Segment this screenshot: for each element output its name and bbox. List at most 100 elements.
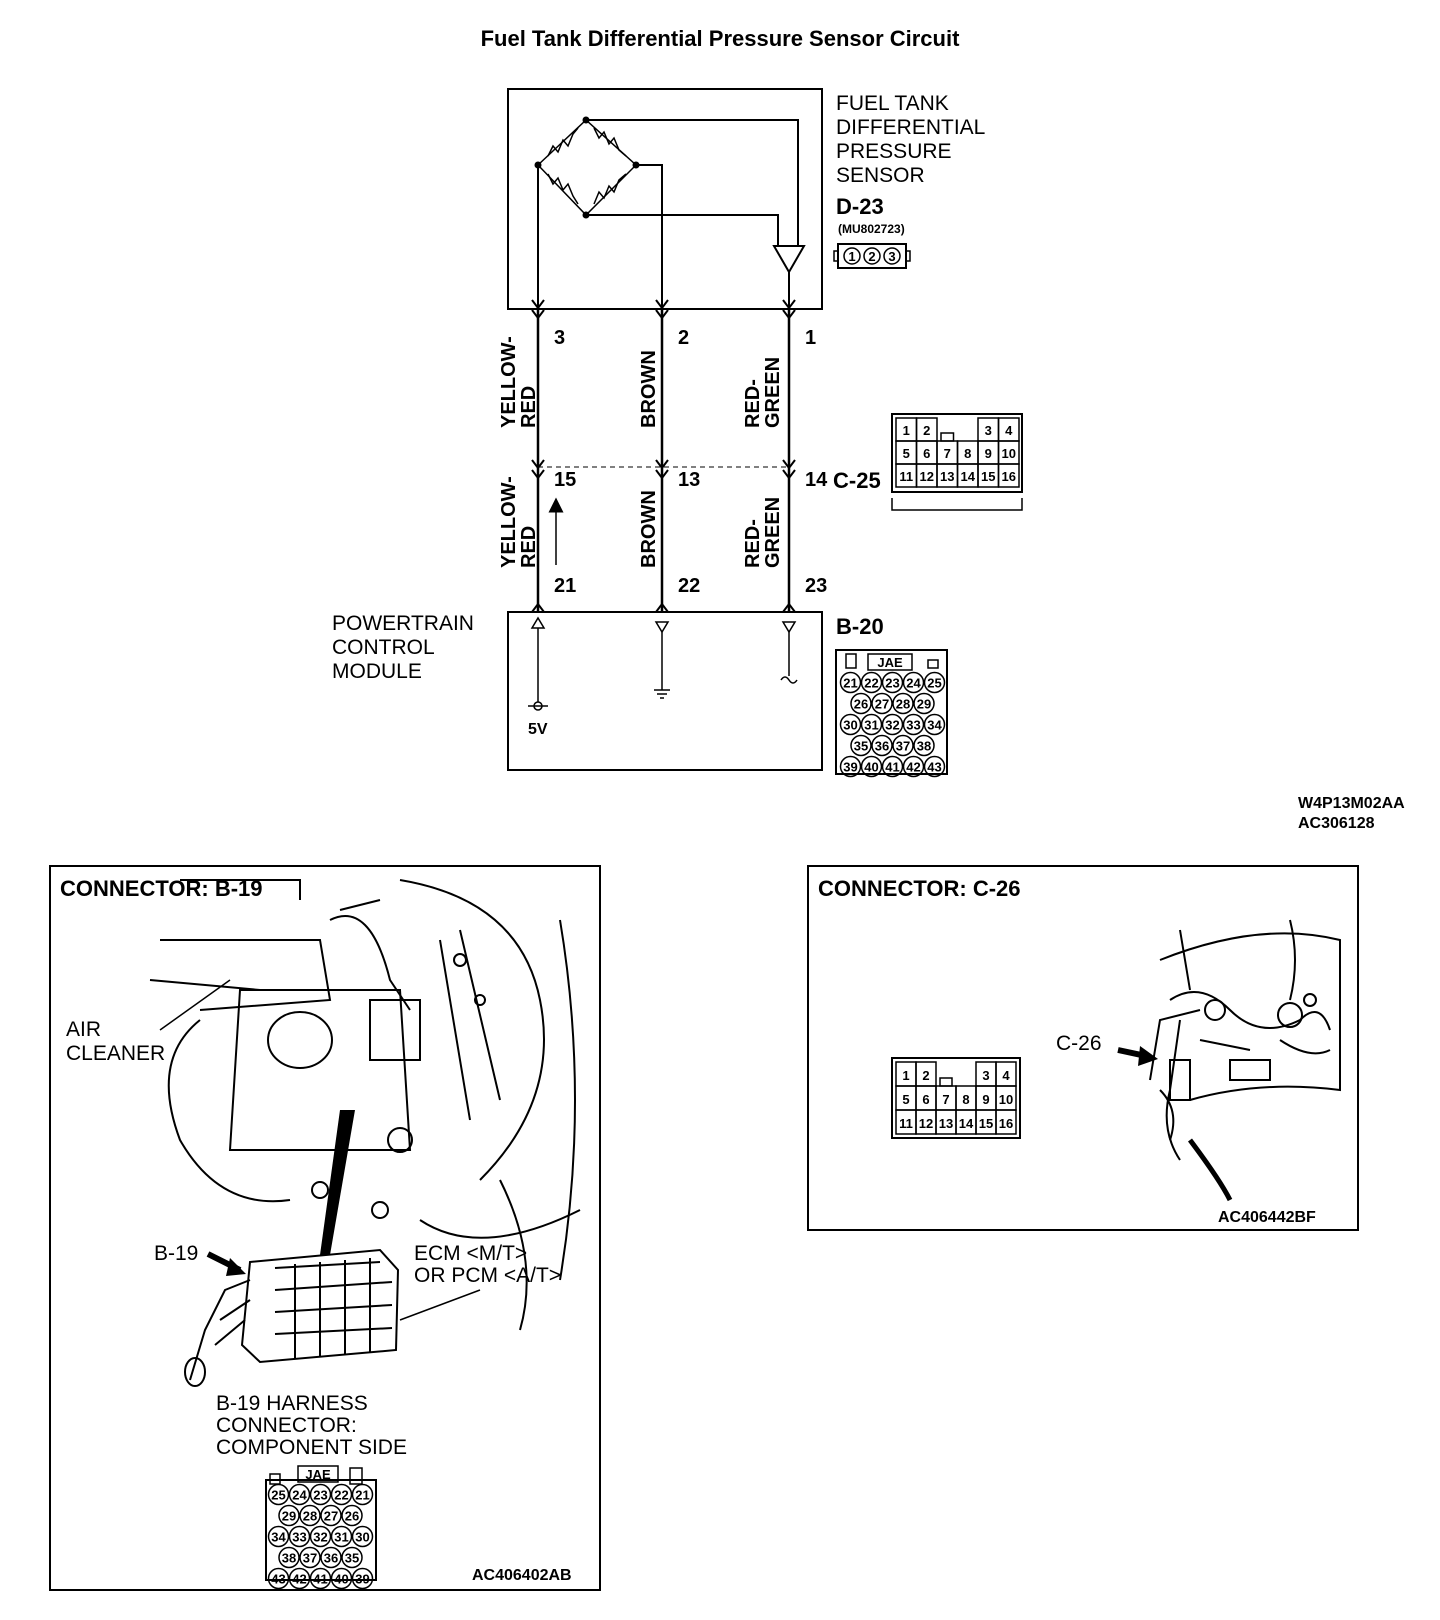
connector-pin-label: 22 <box>334 1488 348 1503</box>
pcm-internals <box>528 616 798 711</box>
connector-cavity <box>351 1567 374 1590</box>
upper-pin-3: 3 <box>554 327 565 349</box>
middle-wire-label-red-green: RED- GREEN <box>742 497 784 568</box>
air-cleaner-line-2: CLEANER <box>66 1042 165 1065</box>
connector-pin-label: 31 <box>334 1530 348 1545</box>
connector-cavity <box>902 671 925 694</box>
connector-pin-label: 22 <box>864 676 878 691</box>
connector-pin-label: 34 <box>271 1530 286 1545</box>
pcm-name-line-3: MODULE <box>332 660 422 683</box>
panel-b19-code: AC406402AB <box>472 1567 572 1584</box>
connector-pin-label: 40 <box>864 760 878 775</box>
connector-pin-label: 14 <box>959 1116 974 1131</box>
dashboard-illustration <box>1149 919 1341 1202</box>
lower-pin-23: 23 <box>805 575 827 597</box>
middle-pin-15: 15 <box>554 469 576 491</box>
svg-text:GREEN: GREEN <box>762 357 784 428</box>
connector-pin-label: 25 <box>927 676 941 691</box>
connector-pin-label: 8 <box>962 1092 969 1107</box>
b20-jae-label: JAE <box>877 655 903 670</box>
connector-pin-label: 3 <box>985 423 992 438</box>
connector-cavity <box>299 1546 321 1569</box>
connector-cavity <box>288 1483 311 1506</box>
svg-text:BROWN: BROWN <box>638 350 660 428</box>
connector-cavity <box>881 755 904 778</box>
connector-pin-label: 13 <box>940 469 954 484</box>
connector-cavity <box>892 692 914 715</box>
connector-cavity <box>267 1567 290 1590</box>
connector-pin-label: 9 <box>982 1092 989 1107</box>
connector-pin-label: 10 <box>999 1092 1013 1107</box>
air-cleaner-line-1: AIR <box>66 1018 101 1041</box>
connector-cavity <box>850 734 872 757</box>
lower-pin-21: 21 <box>554 575 576 597</box>
connector-pin-label: 37 <box>303 1551 317 1566</box>
c26-pointer-label: C-26 <box>1056 1032 1102 1055</box>
connector-pin-label: 28 <box>303 1509 317 1524</box>
sensor-nodes <box>534 116 640 219</box>
connector-chevrons <box>531 299 796 613</box>
ecm-module-drawing <box>184 1248 400 1387</box>
connector-pin-label: 38 <box>282 1551 296 1566</box>
connector-cavity <box>860 713 883 736</box>
connector-cavity <box>267 1483 290 1506</box>
connector-cavity <box>267 1525 290 1548</box>
svg-text:RED: RED <box>518 526 540 568</box>
connector-pin-label: 24 <box>906 676 921 691</box>
pcm-name-line-2: CONTROL <box>332 636 435 659</box>
svg-text:GREEN: GREEN <box>762 497 784 568</box>
connector-pin-label: 16 <box>1002 469 1016 484</box>
connector-cavity <box>871 734 893 757</box>
d23-pin-1: 1 <box>848 249 855 264</box>
connector-pin-label: 10 <box>1002 446 1016 461</box>
connector-pin-label: 33 <box>906 718 920 733</box>
svg-text:YELLOW-: YELLOW- <box>498 476 520 568</box>
connector-pin-label: 42 <box>292 1572 306 1587</box>
connector-pin-label: 42 <box>906 760 920 775</box>
connector-cavity <box>330 1525 353 1548</box>
connector-pin-label: 30 <box>355 1530 369 1545</box>
connector-pin-label: 15 <box>979 1116 993 1131</box>
connector-cavity <box>351 1483 374 1506</box>
connector-cavity <box>299 1504 321 1527</box>
connector-cavity <box>351 1525 374 1548</box>
sensor-part-number: (MU802723) <box>838 222 905 236</box>
connector-pin-label: 29 <box>917 697 931 712</box>
connector-pin-label: 2 <box>922 1068 929 1083</box>
connector-cavity <box>330 1567 353 1590</box>
connector-cavity <box>278 1504 300 1527</box>
sensor-box <box>507 88 823 310</box>
c25-label: C-25 <box>833 468 881 493</box>
connector-cavity <box>330 1483 353 1506</box>
connector-cavity <box>278 1546 300 1569</box>
connector-pin-label: 2 <box>923 423 930 438</box>
ecm-leader-line <box>399 1289 481 1321</box>
pcm-box <box>507 611 823 771</box>
connector-pin-label: 33 <box>292 1530 306 1545</box>
connector-pin-label: 43 <box>271 1572 285 1587</box>
connector-pin-label: 1 <box>903 423 910 438</box>
harness-label-line-1: B-19 HARNESS <box>216 1392 368 1415</box>
connector-pin-label: 30 <box>843 718 857 733</box>
wires <box>536 309 791 612</box>
connector-cavity <box>320 1504 342 1527</box>
connector-pin-label: 4 <box>1005 423 1013 438</box>
connector-cavity <box>309 1567 332 1590</box>
connector-pin-label: 38 <box>917 739 931 754</box>
connector-cell <box>995 1109 1017 1135</box>
connector-pin-label: 7 <box>942 1092 949 1107</box>
sensor-name-line-3: PRESSURE <box>836 140 952 163</box>
connector-pin-label: 39 <box>843 760 857 775</box>
connector-cavity <box>860 755 883 778</box>
connector-key <box>939 1077 953 1087</box>
panel-c26-frame <box>807 865 1359 1231</box>
connector-cavity <box>871 692 893 715</box>
connector-cavity <box>839 755 862 778</box>
pcm-connector-id: B-20 <box>836 614 884 639</box>
upper-pin-1: 1 <box>805 327 816 349</box>
connector-pin-label: 27 <box>324 1509 338 1524</box>
connector-pin-label: 6 <box>923 446 930 461</box>
